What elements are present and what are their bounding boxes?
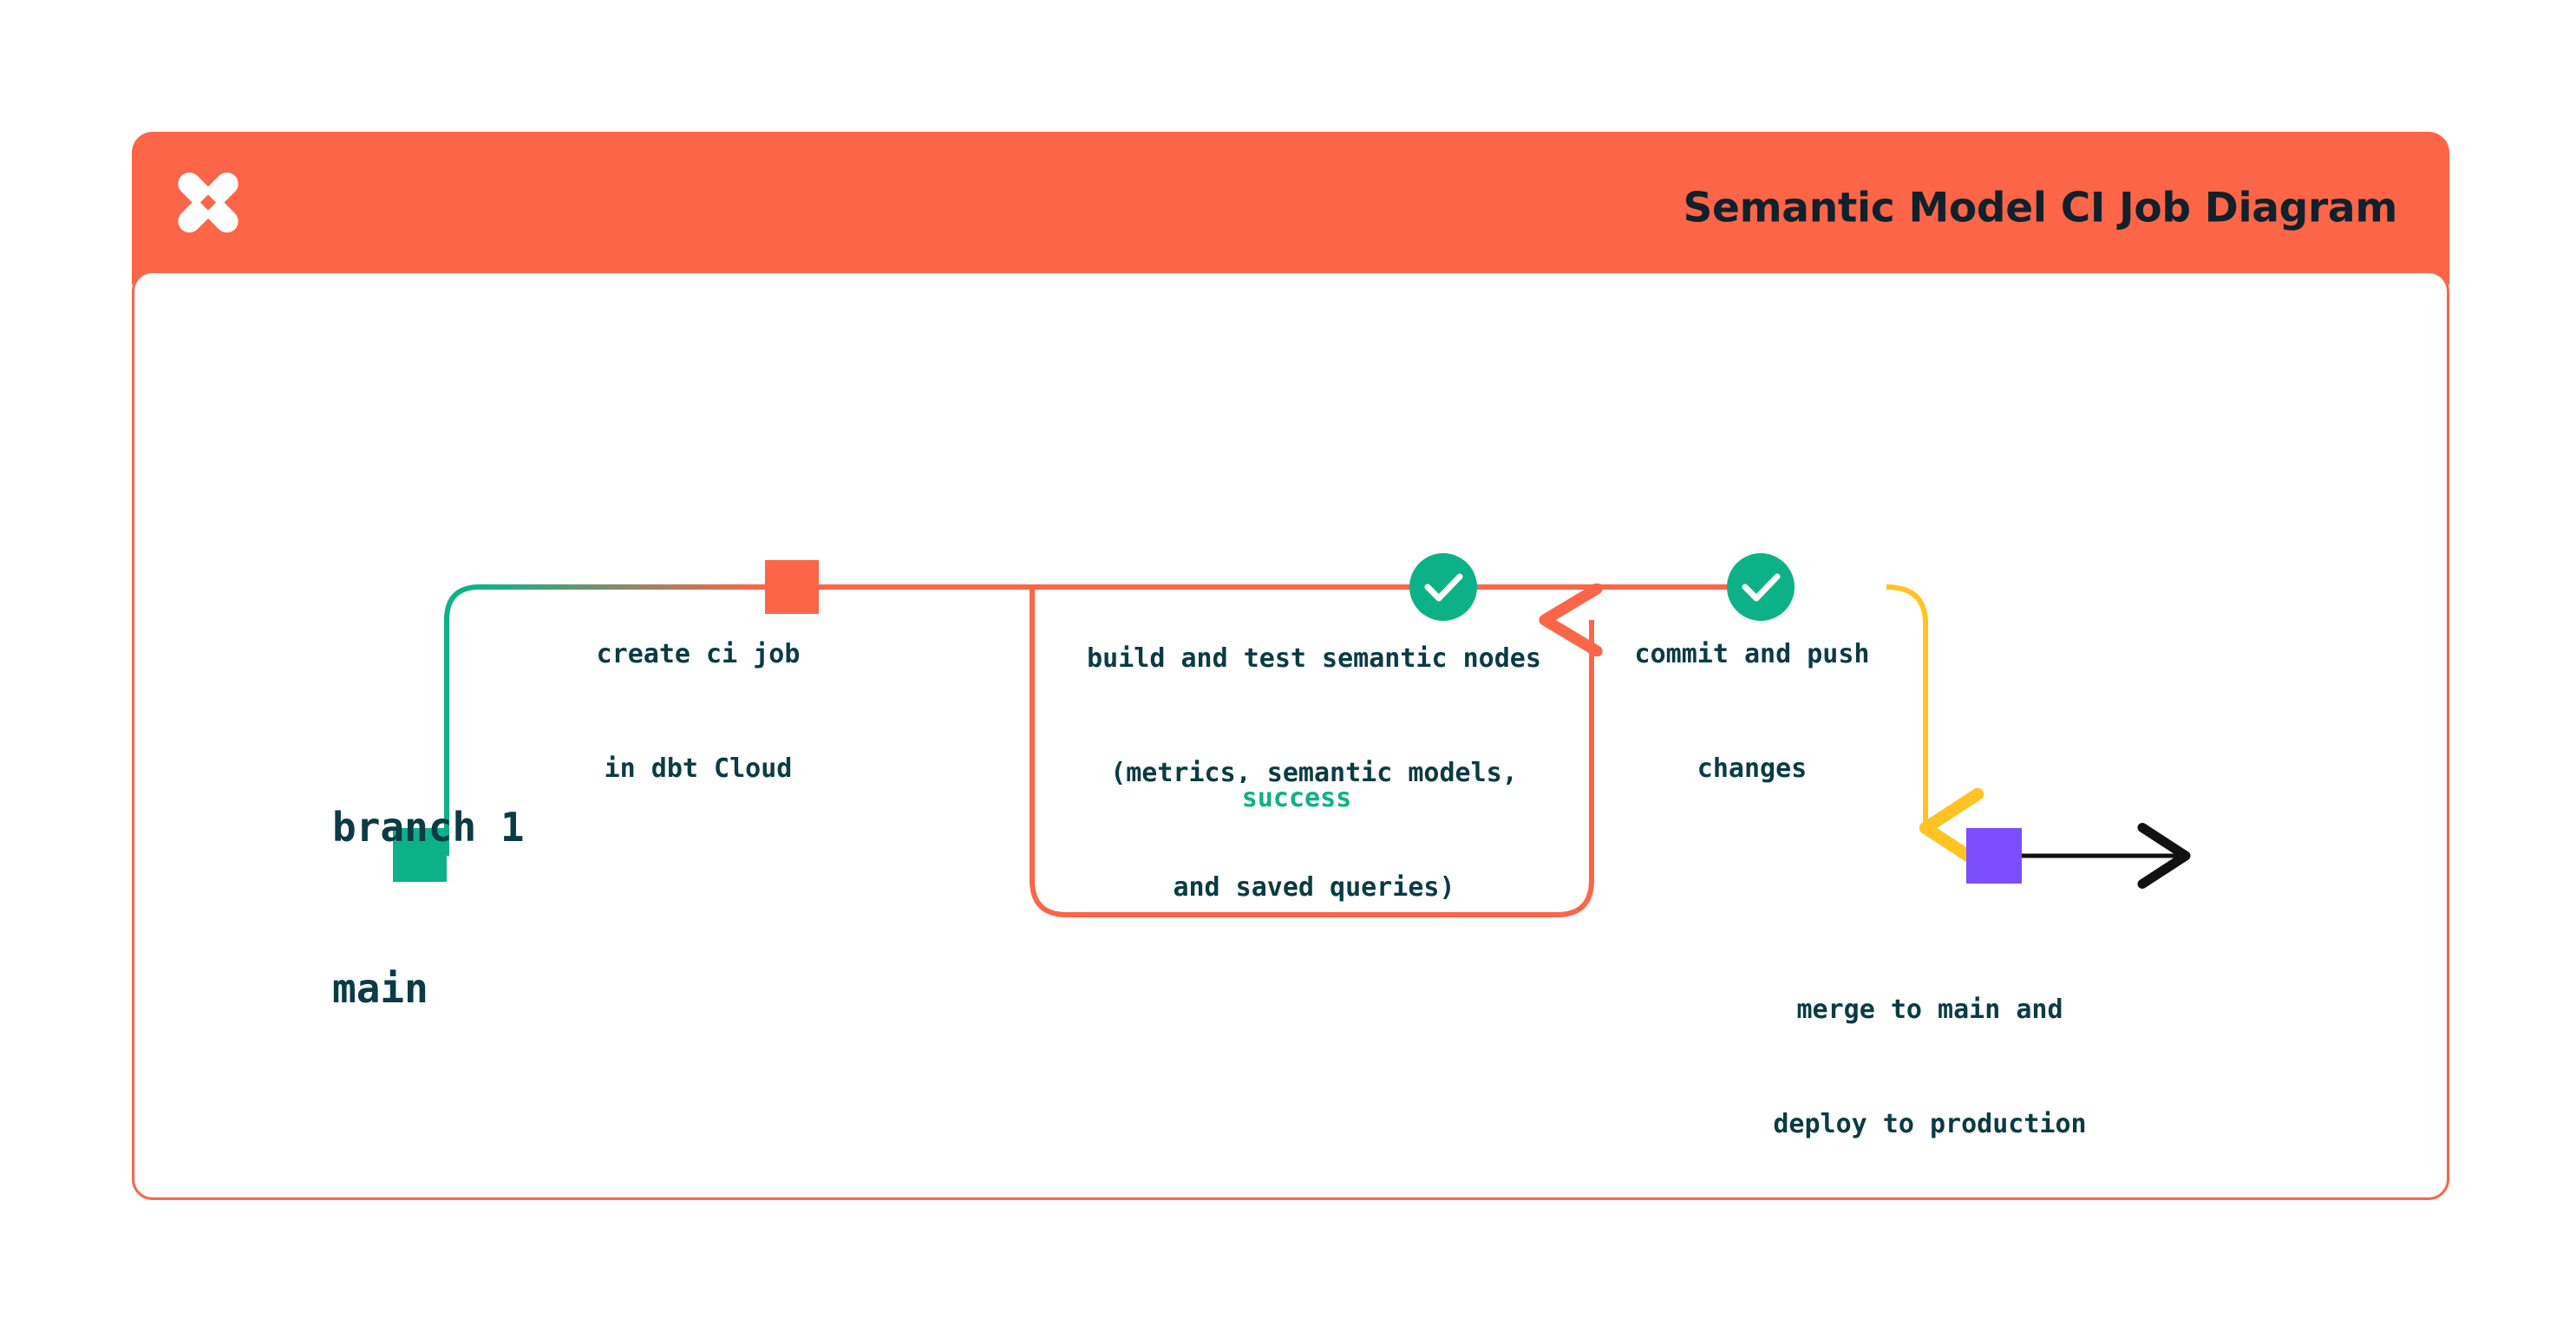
- caption-line: and saved queries): [1173, 872, 1455, 903]
- caption-create-ci-job: create ci job in dbt Cloud: [525, 559, 872, 864]
- card-header: Semantic Model CI Job Diagram: [132, 132, 2449, 284]
- caption-merge-to-main: merge to main and deploy to production: [1678, 915, 2181, 1220]
- dbt-logo-icon: [168, 168, 248, 248]
- caption-line: deploy to production: [1773, 1109, 2087, 1139]
- card-body: branch 1 main create ci job in dbt Cloud…: [132, 271, 2449, 1200]
- caption-line: build and test semantic nodes: [1087, 643, 1541, 674]
- caption-line: in dbt Cloud: [604, 753, 793, 784]
- caption-line: commit and push: [1634, 639, 1870, 669]
- caption-commit-and-push: commit and push changes: [1531, 559, 1973, 864]
- caption-line: changes: [1697, 753, 1808, 784]
- diagram-card: Semantic Model CI Job Diagram: [132, 132, 2449, 1200]
- lane-label-branch1: branch 1: [332, 804, 525, 851]
- edge-label-success: success: [1158, 783, 1435, 813]
- lane-label-main: main: [332, 965, 428, 1012]
- caption-line: merge to main and: [1796, 995, 2063, 1025]
- node-merge-to-main: [1966, 828, 2022, 884]
- caption-line: create ci job: [596, 639, 801, 669]
- page-title: Semantic Model CI Job Diagram: [1683, 184, 2397, 232]
